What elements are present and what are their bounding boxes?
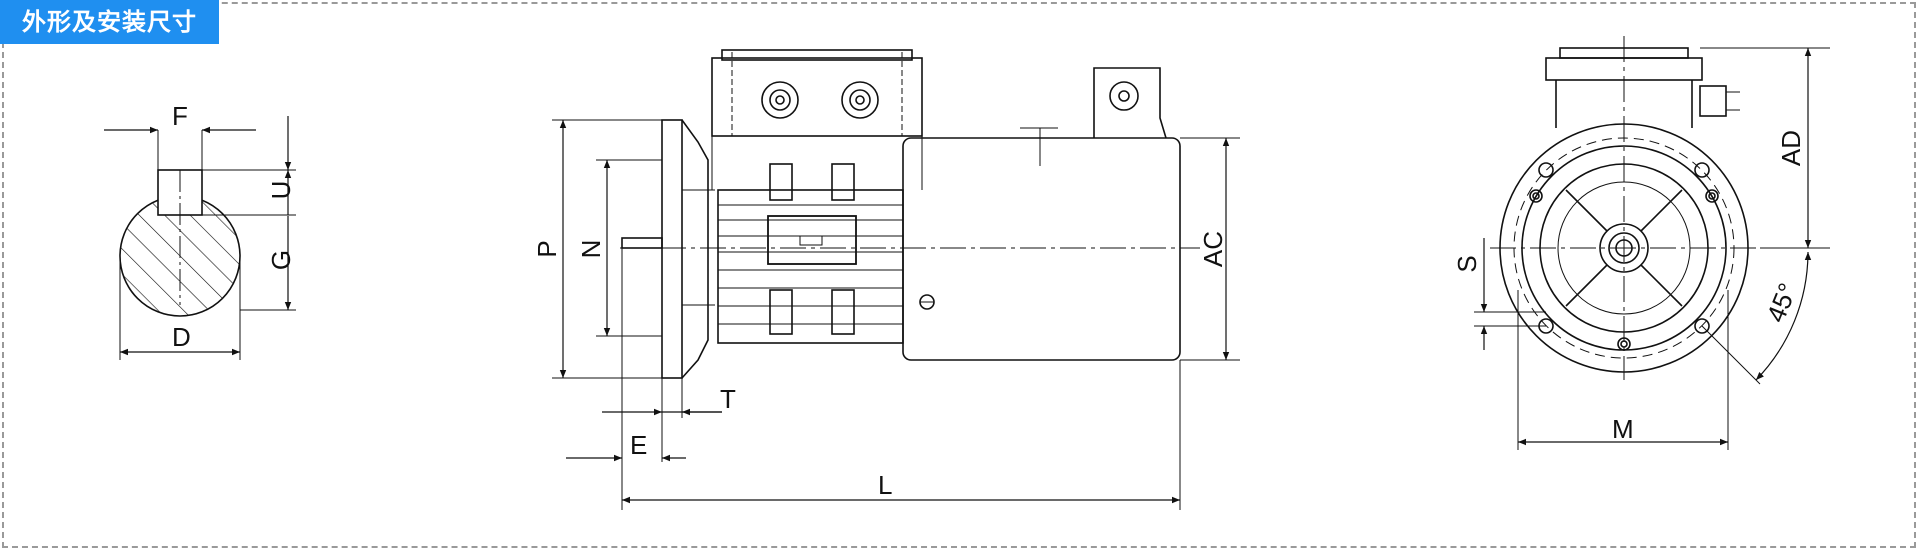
dim-label-l: L [878,470,892,500]
dim-label-s: S [1452,255,1482,272]
dim-label-d: D [172,322,191,352]
motor-end-view [1474,36,1830,450]
dim-label-t: T [720,384,736,414]
dim-label-f: F [172,101,188,131]
dim-label-u: U [266,181,296,200]
dim-label-e: E [630,430,647,460]
dim-label-g: G [266,250,296,270]
dim-label-ad: AD [1776,130,1806,166]
dim-label-n: N [576,240,606,259]
dim-label-m: M [1612,414,1634,444]
motor-side-view [552,49,1240,510]
dim-label-ac: AC [1198,231,1228,267]
section-title: 外形及安装尺寸 [0,0,219,44]
shaft-section-view [104,116,296,360]
dim-label-p: P [532,240,562,257]
dim-label-angle: 45° [1760,279,1803,327]
